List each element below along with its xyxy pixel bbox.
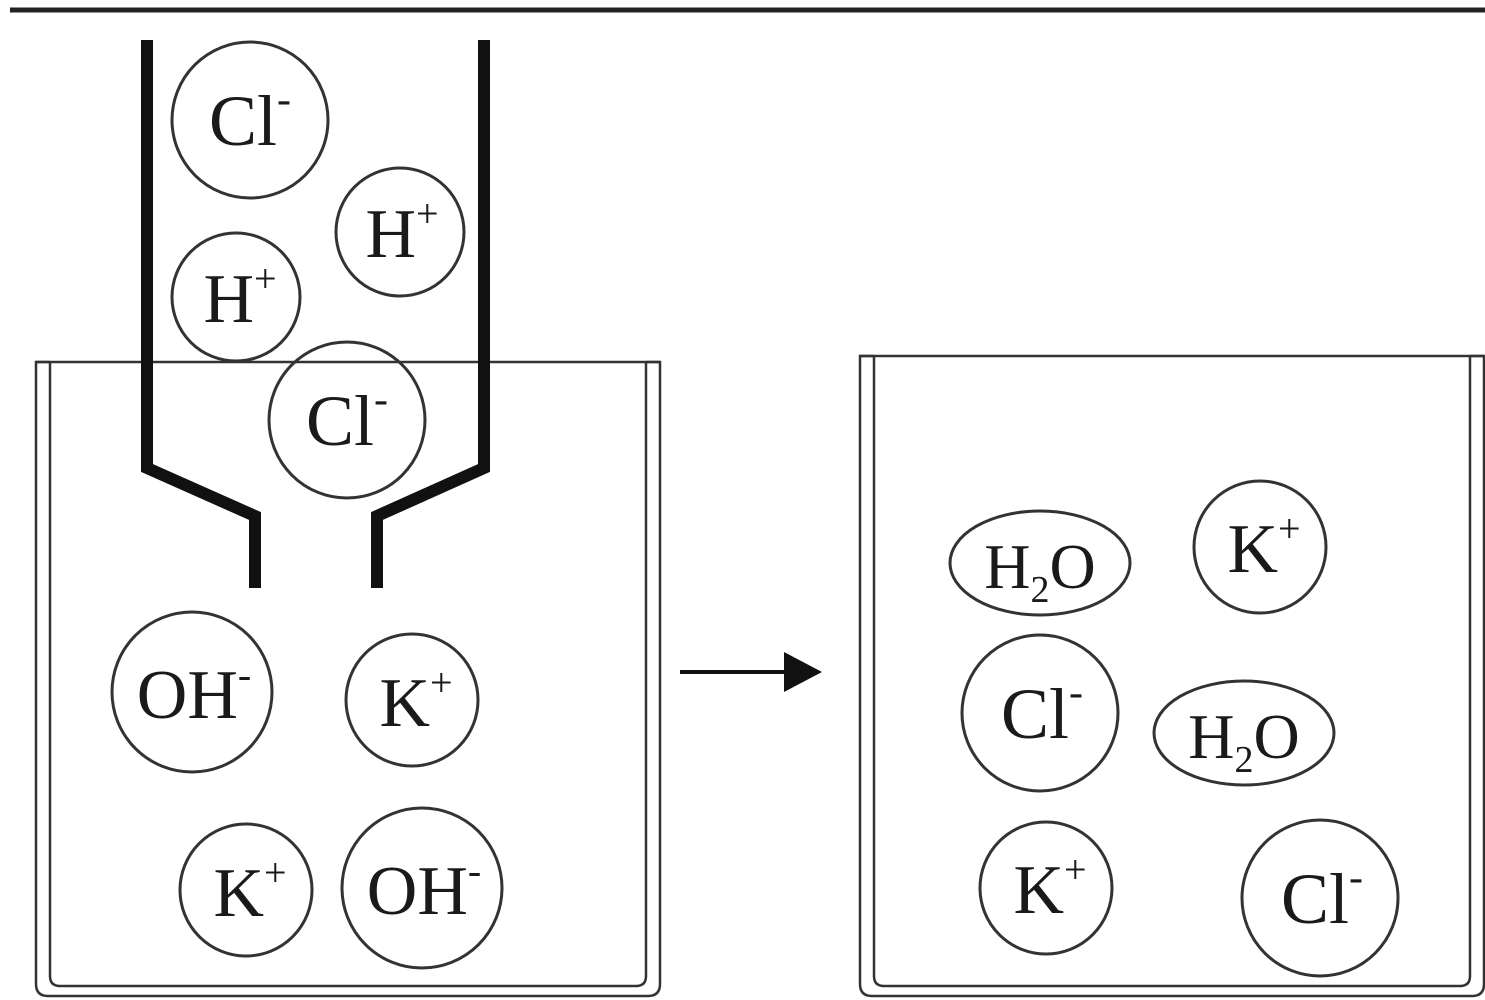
ion-h-plus: H+ xyxy=(334,166,466,298)
ion-k-plus: K+ xyxy=(1192,479,1328,615)
svg-text:OH-: OH- xyxy=(367,848,481,930)
ion-k-plus: K+ xyxy=(178,822,314,958)
ion-k-plus: K+ xyxy=(978,820,1114,956)
svg-text:Cl-: Cl- xyxy=(306,377,388,461)
svg-text:H2O: H2O xyxy=(1188,701,1299,781)
left-beaker xyxy=(34,360,662,998)
molecule-h2o: H2O xyxy=(1152,679,1336,787)
ion-k-plus: K+ xyxy=(344,632,480,768)
svg-text:H+: H+ xyxy=(203,256,276,338)
ion-oh-minus: OH- xyxy=(340,806,504,970)
svg-text:K+: K+ xyxy=(379,660,452,742)
right-beaker xyxy=(858,354,1485,998)
ion-cl-minus: Cl- xyxy=(267,340,427,500)
svg-text:K+: K+ xyxy=(1013,847,1086,929)
molecule-h2o: H2O xyxy=(948,509,1132,617)
reaction-arrow xyxy=(680,652,822,692)
ion-cl-minus: Cl- xyxy=(960,633,1120,793)
ion-cl-minus: Cl- xyxy=(170,40,330,200)
ion-oh-minus: OH- xyxy=(110,610,274,774)
dropper xyxy=(141,40,490,588)
ion-h-plus: H+ xyxy=(170,231,302,363)
svg-text:H2O: H2O xyxy=(984,531,1095,611)
ion-cl-minus: Cl- xyxy=(1240,818,1400,978)
svg-text:H+: H+ xyxy=(365,191,438,273)
svg-text:K+: K+ xyxy=(1227,506,1300,588)
svg-text:K+: K+ xyxy=(213,850,286,932)
svg-text:Cl-: Cl- xyxy=(209,77,291,161)
svg-text:Cl-: Cl- xyxy=(1281,855,1363,939)
svg-text:OH-: OH- xyxy=(137,652,251,734)
svg-text:Cl-: Cl- xyxy=(1001,670,1083,754)
